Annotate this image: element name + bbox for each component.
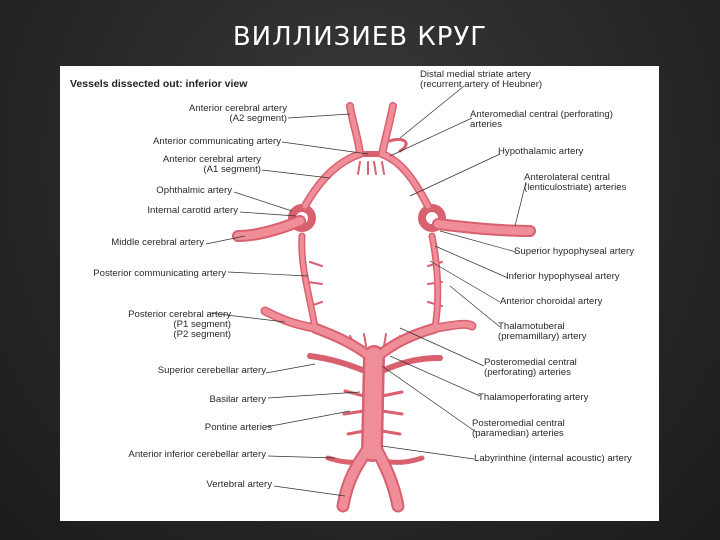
label-thalamoperforating: Thalamoperforating artery <box>478 392 589 403</box>
label-sca: Superior cerebellar artery <box>157 365 266 376</box>
label-thalamotuberal: Thalamotuberal (premamillary) artery <box>498 321 587 342</box>
label-pmc-paramedian: Posteromedial central (paramedian) arter… <box>472 418 565 439</box>
label-aca-a2: Anterior cerebral artery (A2 segment) <box>188 103 287 124</box>
sca-right <box>379 355 443 374</box>
label-pontine: Pontine arteries <box>204 422 272 433</box>
label-hypothalamic: Hypothalamic artery <box>498 146 584 157</box>
label-mca: Middle cerebral artery <box>111 237 204 248</box>
slide-title: ВИЛЛИЗИЕВ КРУГ <box>232 22 488 52</box>
label-acom: Anterior communicating artery <box>153 136 281 147</box>
label-pcom: Posterior communicating artery <box>93 268 226 279</box>
label-ica: Internal carotid artery <box>147 205 238 216</box>
label-pmc-perforating: Posteromedial central (perforating) arte… <box>484 357 577 378</box>
label-vertebral: Vertebral artery <box>206 479 272 490</box>
sca-left <box>307 353 368 374</box>
aca-a1-left <box>301 150 364 210</box>
ica-right <box>418 204 446 232</box>
label-heubner: Distal medial striate artery (recurrent … <box>420 69 543 90</box>
label-ant-choroidal: Anterior choroidal artery <box>500 296 603 307</box>
label-pca: Posterior cerebral artery (P1 segment) (… <box>128 309 231 340</box>
leader-lines <box>205 85 527 497</box>
label-sup-hypophyseal: Superior hypophyseal artery <box>514 246 634 257</box>
label-ophthalmic: Ophthalmic artery <box>156 185 232 196</box>
circle-of-willis-figure: Vessels dissected out: inferior view Ant… <box>60 66 659 521</box>
label-aca-a1: Anterior cerebral artery (A1 segment) <box>162 154 261 175</box>
arterial-diagram <box>205 85 536 513</box>
label-alc: Anterolateral central (lenticulostriate)… <box>524 172 627 193</box>
heubner-artery <box>388 137 408 153</box>
label-labyrinthine: Labyrinthine (internal acoustic) artery <box>474 453 632 464</box>
label-basilar: Basilar artery <box>209 394 266 405</box>
label-aica: Anterior inferior cerebellar artery <box>128 449 266 460</box>
label-amc: Anteromedial central (perforating) arter… <box>470 109 613 130</box>
label-inf-hypophyseal: Inferior hypophyseal artery <box>506 271 620 282</box>
aica-right <box>382 455 425 465</box>
figure-heading: Vessels dissected out: inferior view <box>70 78 248 90</box>
